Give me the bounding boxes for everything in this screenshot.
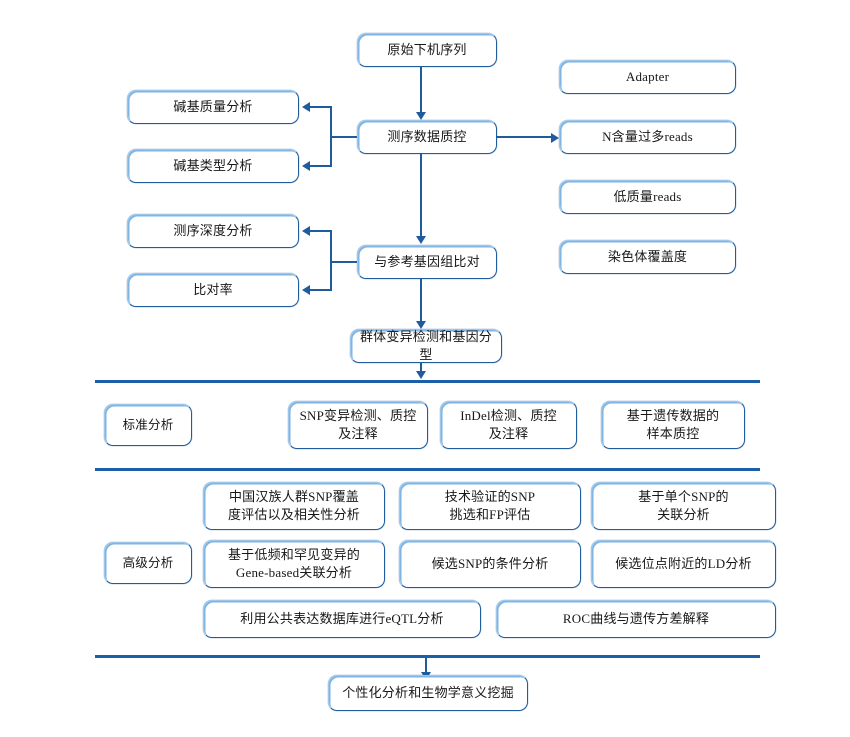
node-low-quality-reads-label: 低质量reads	[613, 189, 682, 205]
node-n-content-reads[interactable]: N含量过多reads	[559, 120, 736, 154]
connector-variant-to-standard	[420, 363, 422, 374]
node-base-quality-analysis[interactable]: 碱基质量分析	[127, 90, 299, 124]
node-adapter[interactable]: Adapter	[559, 60, 736, 94]
node-roc-genetic-variance-label: ROC曲线与遗传方差解释	[562, 611, 710, 627]
node-technical-validation-snp[interactable]: 技术验证的SNP 挑选和FP评估	[399, 482, 581, 530]
section-label-standard-analysis[interactable]: 标准分析	[104, 404, 192, 446]
node-variant-calling-label: 群体变异检测和基因分型	[359, 329, 492, 362]
arrowhead-align-to-rate	[302, 285, 310, 295]
arrowhead-raw-to-qc	[416, 112, 426, 120]
node-genetic-data-sample-qc[interactable]: 基于遗传数据的 样本质控	[601, 401, 745, 449]
node-alignment-rate[interactable]: 比对率	[127, 273, 299, 307]
node-gene-based-association[interactable]: 基于低频和罕见变异的 Gene-based关联分析	[203, 540, 385, 588]
node-roc-genetic-variance[interactable]: ROC曲线与遗传方差解释	[496, 600, 776, 638]
arrowhead-qc-to-n-reads	[551, 133, 559, 143]
connector-qc-to-alignment	[420, 154, 422, 238]
arrowhead-align-to-depth	[302, 226, 310, 236]
node-chromosome-coverage[interactable]: 染色体覆盖度	[559, 240, 736, 274]
node-indel-detection-qc-annotation[interactable]: InDel检测、质控 及注释	[440, 401, 577, 449]
node-reference-alignment-label: 与参考基因组比对	[374, 254, 480, 270]
section-label-advanced-analysis[interactable]: 高级分析	[104, 542, 192, 584]
divider-standard-top	[95, 380, 760, 383]
arrowhead-variant-to-standard	[416, 371, 426, 379]
connector-align-left-stub	[330, 261, 359, 263]
node-snp-detection-qc-annotation-label: SNP变异检测、质控 及注释	[299, 408, 417, 441]
arrowhead-qc-to-base-type	[302, 161, 310, 171]
divider-advanced-top	[95, 468, 760, 471]
node-single-snp-association-label: 基于单个SNP的 关联分析	[638, 489, 729, 522]
node-candidate-snp-conditional[interactable]: 候选SNP的条件分析	[399, 540, 581, 588]
connector-align-left-trunk	[330, 230, 332, 291]
node-base-type-analysis-label: 碱基类型分析	[173, 158, 253, 174]
node-candidate-locus-ld-label: 候选位点附近的LD分析	[615, 556, 752, 572]
connector-qc-to-n-reads	[497, 136, 552, 138]
node-raw-reads-label: 原始下机序列	[387, 42, 467, 58]
connector-align-to-depth	[310, 230, 332, 232]
node-public-expression-eqtl[interactable]: 利用公共表达数据库进行eQTL分析	[203, 600, 481, 638]
node-n-content-reads-label: N含量过多reads	[602, 129, 693, 145]
node-base-type-analysis[interactable]: 碱基类型分析	[127, 149, 299, 183]
node-chromosome-coverage-label: 染色体覆盖度	[607, 249, 688, 265]
node-sequencing-qc[interactable]: 测序数据质控	[357, 120, 497, 154]
node-technical-validation-snp-label: 技术验证的SNP 挑选和FP评估	[444, 489, 536, 522]
node-single-snp-association[interactable]: 基于单个SNP的 关联分析	[591, 482, 776, 530]
node-candidate-snp-conditional-label: 候选SNP的条件分析	[431, 556, 549, 572]
node-gene-based-association-label: 基于低频和罕见变异的 Gene-based关联分析	[227, 547, 360, 580]
arrowhead-qc-to-alignment	[416, 236, 426, 244]
node-personalized-analysis[interactable]: 个性化分析和生物学意义挖掘	[328, 675, 528, 711]
arrowhead-align-to-variant	[416, 321, 426, 329]
connector-align-to-variant	[420, 279, 422, 323]
node-raw-reads[interactable]: 原始下机序列	[357, 33, 497, 67]
node-adapter-label: Adapter	[625, 69, 670, 85]
node-han-chinese-snp-coverage-label: 中国汉族人群SNP覆盖 度评估以及相关性分析	[227, 489, 360, 522]
node-low-quality-reads[interactable]: 低质量reads	[559, 180, 736, 214]
node-genetic-data-sample-qc-label: 基于遗传数据的 样本质控	[626, 408, 720, 441]
connector-align-to-rate	[310, 289, 332, 291]
node-indel-detection-qc-annotation-label: InDel检测、质控 及注释	[460, 408, 557, 441]
node-public-expression-eqtl-label: 利用公共表达数据库进行eQTL分析	[240, 611, 444, 627]
node-variant-calling[interactable]: 群体变异检测和基因分型	[350, 329, 502, 363]
connector-qc-left-stub	[330, 136, 359, 138]
section-label-standard-analysis-text: 标准分析	[122, 417, 174, 432]
node-sequencing-qc-label: 测序数据质控	[387, 129, 467, 145]
node-han-chinese-snp-coverage[interactable]: 中国汉族人群SNP覆盖 度评估以及相关性分析	[203, 482, 385, 530]
connector-qc-to-base-quality	[310, 106, 332, 108]
node-candidate-locus-ld[interactable]: 候选位点附近的LD分析	[591, 540, 776, 588]
arrowhead-qc-to-base-quality	[302, 102, 310, 112]
node-snp-detection-qc-annotation[interactable]: SNP变异检测、质控 及注释	[288, 401, 428, 449]
connector-qc-to-base-type	[310, 165, 332, 167]
node-personalized-analysis-label: 个性化分析和生物学意义挖掘	[342, 685, 514, 701]
section-label-advanced-analysis-text: 高级分析	[122, 555, 174, 570]
node-base-quality-analysis-label: 碱基质量分析	[173, 99, 253, 115]
connector-raw-to-qc	[420, 67, 422, 114]
node-sequencing-depth-analysis[interactable]: 测序深度分析	[127, 214, 299, 248]
divider-advanced-bottom	[95, 655, 760, 658]
node-alignment-rate-label: 比对率	[193, 282, 233, 298]
connector-qc-left-trunk	[330, 106, 332, 167]
connector-to-personalized	[425, 657, 427, 675]
node-sequencing-depth-analysis-label: 测序深度分析	[173, 223, 253, 239]
node-reference-alignment[interactable]: 与参考基因组比对	[357, 245, 497, 279]
